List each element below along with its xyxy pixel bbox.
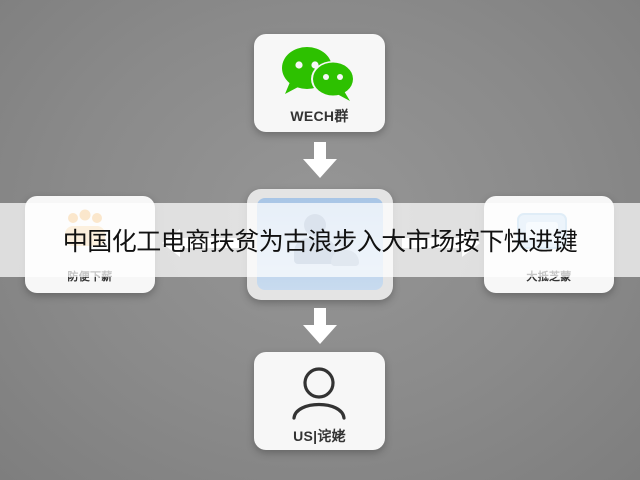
user-card-label: US|诧姥 <box>293 428 346 444</box>
user-card: US|诧姥 <box>254 352 385 450</box>
user-icon <box>292 367 346 420</box>
wechat-icon <box>282 47 355 101</box>
arrow-down-top-icon <box>303 142 337 178</box>
caption-banner: 中国化工电商扶贫为古浪步入大市场按下快进键 <box>0 203 640 277</box>
caption-text: 中国化工电商扶贫为古浪步入大市场按下快进键 <box>62 227 578 256</box>
wechat-card-label: WECH群 <box>290 108 349 124</box>
wechat-card: WECH群 <box>254 34 385 132</box>
arrow-down-bottom-icon <box>303 308 337 344</box>
